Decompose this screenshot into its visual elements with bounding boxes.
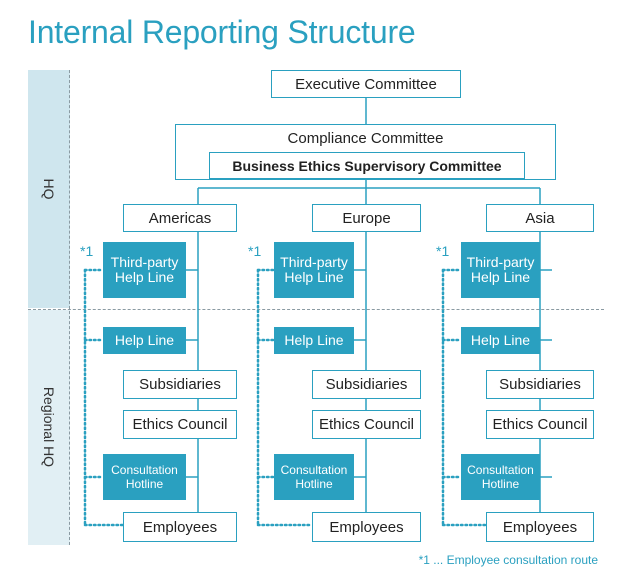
asia-ethics-council-box: Ethics Council — [486, 410, 594, 439]
americas-third-party-help-line: Third-party Help Line — [103, 242, 186, 298]
americas-subsidiaries-box: Subsidiaries — [123, 370, 237, 399]
europe-third-party-help-line: Third-party Help Line — [274, 242, 354, 298]
americas-consultation-hotline: Consultation Hotline — [103, 454, 186, 500]
americas-help-line: Help Line — [103, 327, 186, 354]
asia-help-line: Help Line — [461, 327, 540, 354]
asia-subsidiaries-box: Subsidiaries — [486, 370, 594, 399]
region-europe-box: Europe — [312, 204, 421, 232]
business-ethics-supervisory-committee-box: Business Ethics Supervisory Committee — [209, 152, 525, 179]
region-asia-box: Asia — [486, 204, 594, 232]
asia-route-note: *1 — [436, 243, 450, 259]
page-title: Internal Reporting Structure — [28, 14, 416, 50]
regional-hq-band — [28, 310, 70, 545]
europe-route-note: *1 — [248, 243, 262, 259]
europe-ethics-council-box: Ethics Council — [312, 410, 421, 439]
europe-employees-box: Employees — [312, 512, 421, 542]
americas-ethics-council-box: Ethics Council — [123, 410, 237, 439]
footnote: *1 ... Employee consultation route — [418, 553, 598, 567]
asia-employees-box: Employees — [486, 512, 594, 542]
asia-third-party-help-line: Third-party Help Line — [461, 242, 540, 298]
americas-employees-box: Employees — [123, 512, 237, 542]
band-divider-vertical — [69, 70, 70, 545]
europe-subsidiaries-box: Subsidiaries — [312, 370, 421, 399]
executive-committee-box: Executive Committee — [271, 70, 461, 98]
band-divider-horizontal — [28, 309, 604, 310]
hq-band — [28, 70, 70, 308]
americas-route-note: *1 — [80, 243, 94, 259]
compliance-committee-label: Compliance Committee — [287, 130, 444, 147]
europe-consultation-hotline: Consultation Hotline — [274, 454, 354, 500]
europe-help-line: Help Line — [274, 327, 354, 354]
asia-consultation-hotline: Consultation Hotline — [461, 454, 540, 500]
region-americas-box: Americas — [123, 204, 237, 232]
